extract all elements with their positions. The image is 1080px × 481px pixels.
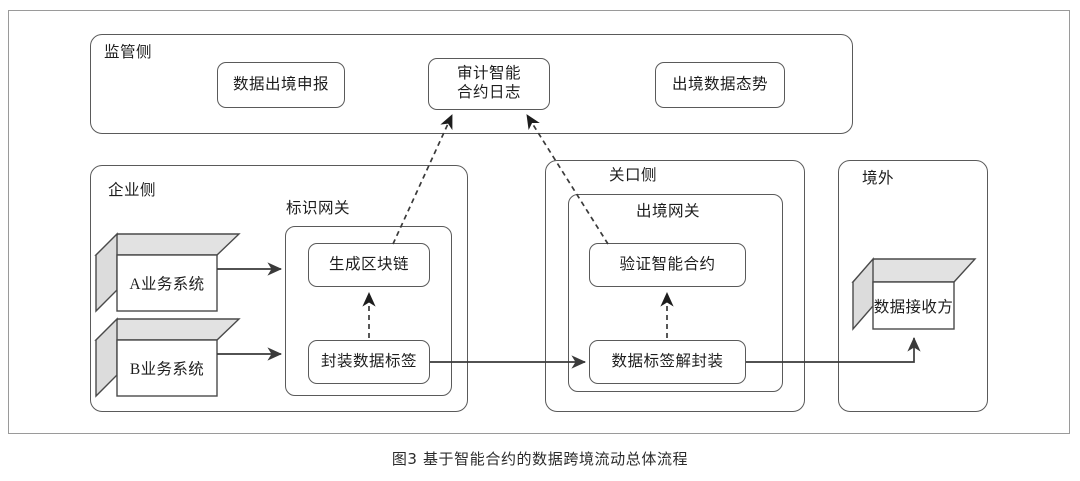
cube-data-receiver[interactable]: 数据接收方 — [851, 257, 977, 332]
zone-overseas-label: 境外 — [862, 170, 895, 187]
box-decapsulate-data-tag[interactable]: 数据标签解封装 — [589, 340, 746, 384]
zone-customs-label: 关口侧 — [609, 167, 658, 184]
box-data-export-declaration[interactable]: 数据出境申报 — [217, 62, 345, 108]
subzone-identity-gateway-label: 标识网关 — [286, 200, 351, 217]
box-generate-blockchain[interactable]: 生成区块链 — [308, 243, 430, 287]
figure-caption: 图3 基于智能合约的数据跨境流动总体流程 — [391, 450, 689, 468]
box-export-data-situation[interactable]: 出境数据态势 — [655, 62, 785, 108]
box-audit-contract-log-line2: 合约日志 — [456, 84, 521, 101]
zone-regulator-label: 监管侧 — [104, 44, 153, 61]
box-encapsulate-data-tag[interactable]: 封装数据标签 — [308, 340, 430, 384]
box-audit-contract-log[interactable]: 审计智能 合约日志 — [428, 58, 550, 110]
cube-system-b-label: B业务系统 — [129, 361, 205, 378]
cube-system-a[interactable]: A业务系统 — [94, 232, 241, 313]
zone-enterprise-label: 企业侧 — [108, 182, 157, 199]
box-audit-contract-log-line1: 审计智能 — [456, 65, 521, 83]
box-verify-smart-contract[interactable]: 验证智能合约 — [589, 243, 746, 287]
subzone-exit-gateway-label: 出境网关 — [636, 203, 701, 220]
cube-system-a-label: A业务系统 — [129, 276, 205, 293]
cube-system-b[interactable]: B业务系统 — [94, 317, 241, 398]
cube-data-receiver-label: 数据接收方 — [873, 298, 954, 316]
